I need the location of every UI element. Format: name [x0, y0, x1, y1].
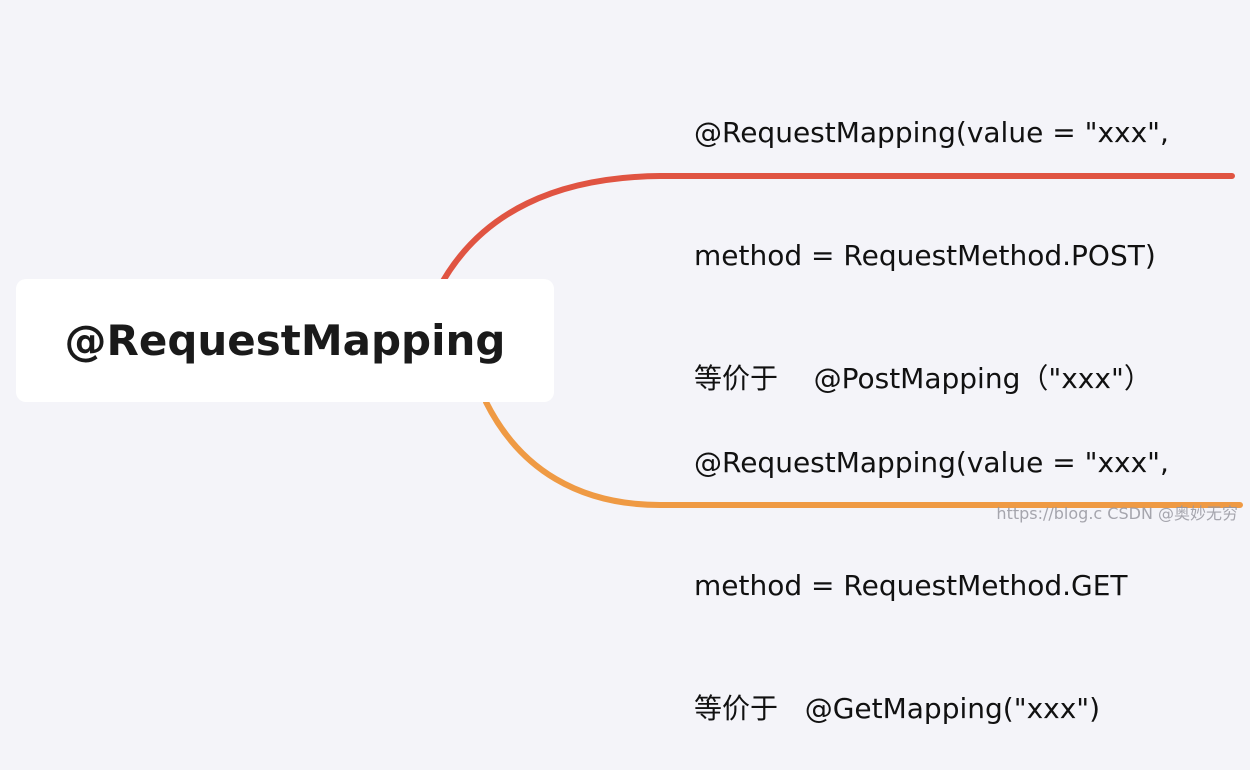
note-line: @RequestMapping(value = "xxx", — [694, 446, 1169, 479]
watermark: https://blog.c CSDN @奥妙无穷 — [996, 504, 1238, 523]
note-line: method = RequestMethod.POST) — [694, 239, 1156, 272]
note-line: @RequestMapping(value = "xxx", — [694, 116, 1169, 149]
root-node[interactable]: @RequestMapping — [16, 279, 554, 402]
branch-line-get — [483, 399, 1243, 508]
note-line: 等价于 @PostMapping（"xxx"） — [694, 362, 1152, 395]
branch-note-get[interactable]: @RequestMapping(value = "xxx", method = … — [694, 360, 1169, 770]
note-line: 等价于 @GetMapping("xxx") — [694, 692, 1101, 725]
note-line: method = RequestMethod.GET — [694, 569, 1128, 602]
branch-line-post — [435, 173, 1235, 293]
branch-connectors — [435, 173, 1243, 508]
root-node-label: @RequestMapping — [64, 316, 506, 365]
branch-note-post[interactable]: @RequestMapping(value = "xxx", method = … — [694, 30, 1169, 440]
